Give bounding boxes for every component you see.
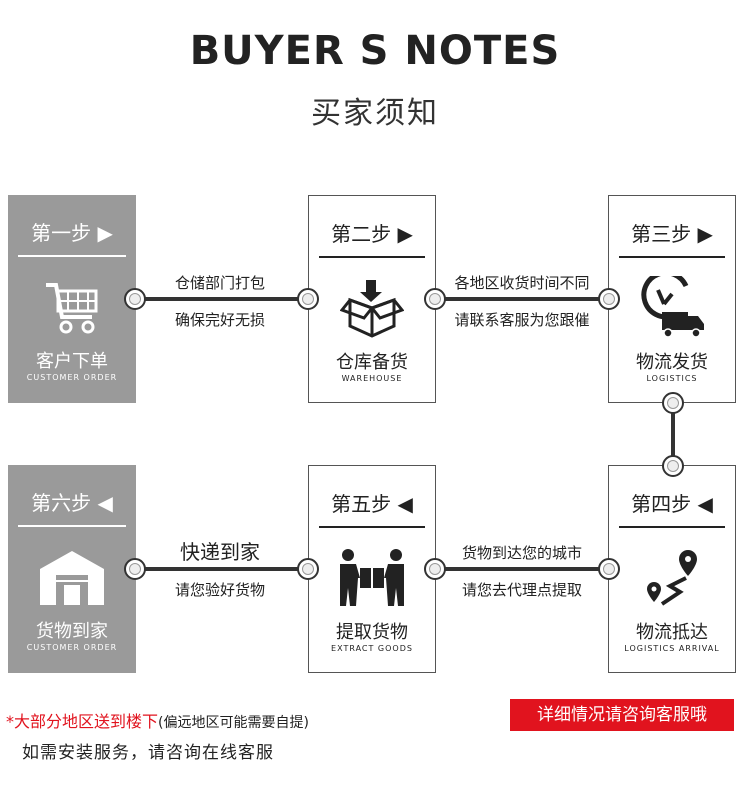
note-main: 大部分地区送到楼下 — [14, 712, 159, 731]
step-6-title: 第六步 ◀ — [31, 491, 113, 515]
connector-node — [424, 288, 446, 310]
step-1-divider — [18, 255, 126, 257]
step-3-sub: LOGISTICS — [646, 374, 698, 383]
page-title-en: BUYER S NOTES — [189, 28, 561, 74]
connector-line-4-5 — [436, 567, 608, 571]
step-6-card: 第六步 ◀ 货物到家 CUSTOMER ORDER — [8, 465, 136, 673]
step-4-divider — [619, 526, 725, 528]
contact-service-button[interactable]: 详细情况请咨询客服哦 — [510, 699, 734, 731]
step-5-title: 第五步 ◀ — [331, 492, 413, 516]
step-6-label: 货物到家 — [36, 621, 108, 642]
step-4-sub: LOGISTICS ARRIVAL — [624, 644, 720, 653]
connector-node — [598, 558, 620, 580]
connector-line-3-4 — [671, 404, 675, 466]
step-3-title: 第三步 ▶ — [631, 222, 713, 246]
connector-node — [662, 455, 684, 477]
step-5-card: 第五步 ◀ 提取货物 EXTRACT GOODS — [308, 465, 436, 673]
step-1-label: 客户下单 — [36, 351, 108, 372]
install-note: 如需安装服务，请咨询在线客服 — [22, 743, 274, 763]
step-3-divider — [619, 256, 725, 258]
step-2-divider — [319, 256, 425, 258]
note-star: * — [6, 712, 14, 731]
step-2-label: 仓库备货 — [336, 352, 408, 373]
warehouse-icon — [8, 545, 136, 609]
people-carry-box-icon — [309, 546, 435, 610]
connector-4-5-line1: 货物到达您的城市 — [461, 544, 582, 562]
package-box-icon — [309, 276, 435, 340]
shopping-cart-icon — [8, 275, 136, 339]
step-1-card: 第一步 ▶ 客户下单 CUSTOMER ORDER — [8, 195, 136, 403]
connector-node — [124, 288, 146, 310]
step-5-sub: EXTRACT GOODS — [331, 644, 413, 653]
page-title-cn: 买家须知 — [311, 96, 439, 131]
step-5-label: 提取货物 — [336, 622, 408, 643]
connector-line-5-6 — [136, 567, 306, 571]
connector-node — [662, 392, 684, 414]
connector-2-3-line2: 请联系客服为您跟催 — [454, 311, 590, 329]
step-2-title: 第二步 ▶ — [331, 222, 413, 246]
connector-node — [598, 288, 620, 310]
delivery-note: *大部分地区送到楼下(偏远地区可能需要自提) — [6, 708, 309, 732]
connector-5-6-line2: 请您验好货物 — [174, 581, 265, 599]
step-4-title: 第四步 ◀ — [631, 492, 713, 516]
step-4-card: 第四步 ◀ 物流抵达 LOGISTICS ARRIVAL — [608, 465, 736, 673]
delivery-truck-clock-icon — [609, 276, 735, 340]
map-pin-route-icon — [609, 546, 735, 610]
connector-4-5-line2: 请您去代理点提取 — [461, 581, 582, 599]
connector-node — [124, 558, 146, 580]
connector-node — [297, 288, 319, 310]
connector-line-2-3 — [436, 297, 608, 301]
step-2-sub: WAREHOUSE — [341, 374, 403, 383]
step-5-divider — [319, 526, 425, 528]
step-4-label: 物流抵达 — [636, 622, 708, 643]
step-2-card: 第二步 ▶ 仓库备货 WAREHOUSE — [308, 195, 436, 403]
step-3-label: 物流发货 — [636, 352, 708, 373]
connector-1-2-line2: 确保完好无损 — [174, 311, 265, 329]
step-6-sub: CUSTOMER ORDER — [26, 643, 118, 652]
step-1-title: 第一步 ▶ — [31, 221, 113, 245]
note-remote: (偏远地区可能需要自提) — [158, 715, 309, 731]
step-1-sub: CUSTOMER ORDER — [26, 373, 118, 382]
step-6-divider — [18, 525, 126, 527]
connector-line-1-2 — [136, 297, 306, 301]
connector-2-3-line1: 各地区收货时间不同 — [454, 274, 590, 292]
connector-node — [297, 558, 319, 580]
step-3-card: 第三步 ▶ 物流发货 LOGISTICS — [608, 195, 736, 403]
connector-5-6-line1: 快递到家 — [180, 540, 260, 564]
connector-1-2-line1: 仓储部门打包 — [174, 274, 265, 292]
connector-node — [424, 558, 446, 580]
